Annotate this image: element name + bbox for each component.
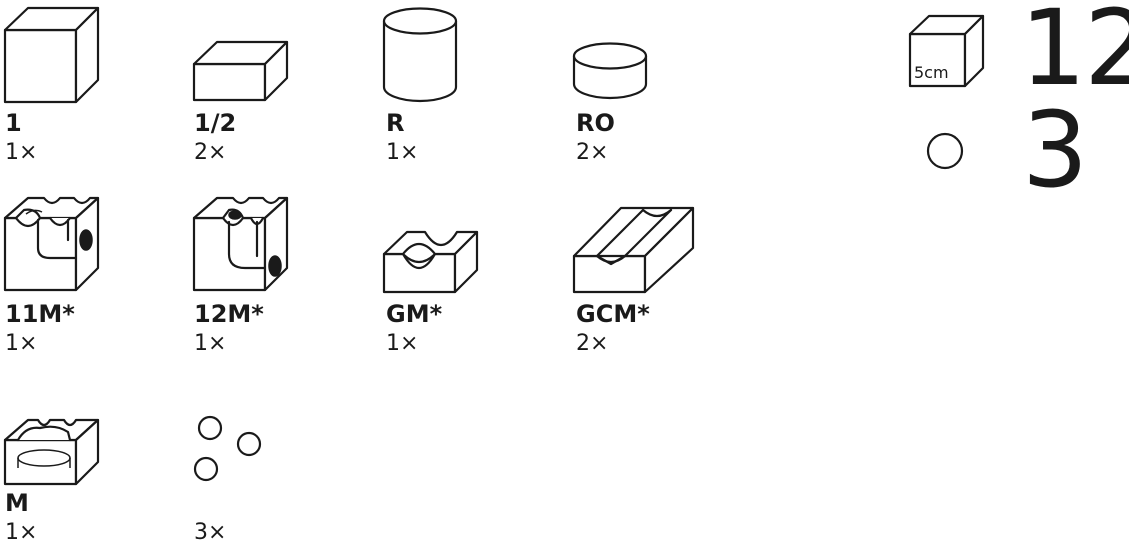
piece-quantity: 3× xyxy=(194,520,227,545)
piece-code: 1 xyxy=(5,109,22,137)
piece-quantity: 1× xyxy=(194,331,227,356)
long-groove-block-gcm xyxy=(572,206,695,294)
piece-code: M xyxy=(5,489,29,517)
cube-piece xyxy=(3,6,100,104)
piece-quantity: 1× xyxy=(386,140,419,165)
piece-quantity: 2× xyxy=(576,331,609,356)
block-count: 12 xyxy=(1020,0,1129,109)
piece-code: 11M* xyxy=(5,300,75,328)
cube-size-label: 5cm xyxy=(914,63,949,82)
piece-quantity: 1× xyxy=(5,331,38,356)
piece-quantity: 2× xyxy=(576,140,609,165)
marble-icon xyxy=(193,456,219,482)
piece-code: GCM* xyxy=(576,300,650,328)
curve-tunnel-block-12m xyxy=(192,196,289,292)
short-cylinder-piece xyxy=(572,40,648,102)
bowl-block-m xyxy=(3,418,100,486)
piece-code: 12M* xyxy=(194,300,264,328)
marble-icon xyxy=(197,415,223,441)
piece-code: RO xyxy=(576,109,615,137)
piece-quantity: 1× xyxy=(386,331,419,356)
groove-block-gm xyxy=(382,230,479,294)
piece-quantity: 1× xyxy=(5,140,38,165)
piece-quantity: 2× xyxy=(194,140,227,165)
marble-icon xyxy=(236,431,262,457)
piece-code: GM* xyxy=(386,300,443,328)
half-block-piece xyxy=(192,40,289,102)
ball-icon xyxy=(926,132,966,172)
piece-quantity: 1× xyxy=(5,520,38,545)
size-reference-cube-icon xyxy=(908,14,985,88)
marbles-group xyxy=(192,415,266,485)
curve-tunnel-block-11m xyxy=(3,196,100,292)
cylinder-piece xyxy=(382,7,458,103)
piece-code: 1/2 xyxy=(194,109,237,137)
ball-count: 3 xyxy=(1022,89,1088,211)
piece-code: R xyxy=(386,109,405,137)
